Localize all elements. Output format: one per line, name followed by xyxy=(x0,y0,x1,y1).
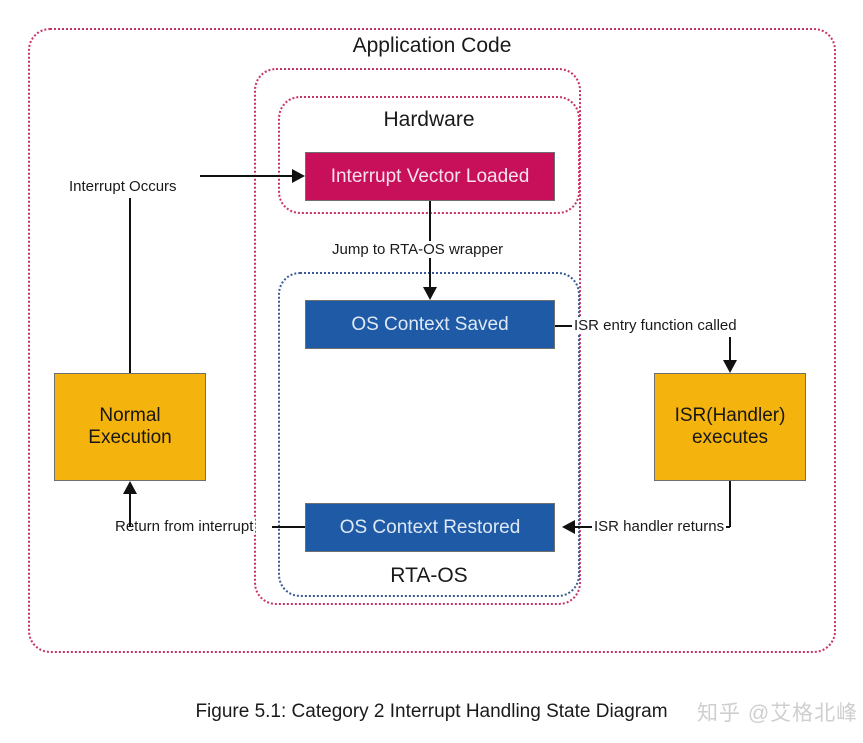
state-node-isr-handler-executes-label-line1: ISR(Handler) xyxy=(674,405,786,427)
state-node-normal-execution-label-line1: Normal xyxy=(99,405,161,427)
edge-label-jump-to-wrapper: Jump to RTA-OS wrapper xyxy=(330,241,506,258)
edge-label-interrupt-occurs: Interrupt Occurs xyxy=(67,178,179,195)
figure-caption: Figure 5.1: Category 2 Interrupt Handlin… xyxy=(195,701,668,722)
group-middle-container xyxy=(254,68,581,605)
edge-isr-entry-stub xyxy=(555,325,573,327)
state-node-os-context-restored[interactable]: OS Context Restored xyxy=(305,503,555,552)
edge-isr-entry-line xyxy=(729,337,731,361)
edge-return-from-interrupt-arrowhead xyxy=(123,481,137,494)
edge-isr-returns-arrowhead xyxy=(562,520,575,534)
group-application-code xyxy=(28,28,836,653)
state-node-isr-handler-executes[interactable]: ISR(Handler) executes xyxy=(654,373,806,481)
group-title-application-code: Application Code xyxy=(352,34,512,57)
edge-label-return-from-interrupt: Return from interrupt xyxy=(113,518,256,535)
edge-label-isr-handler-returns: ISR handler returns xyxy=(592,518,727,535)
edge-interrupt-occurs-line xyxy=(200,175,292,177)
group-title-hardware: Hardware xyxy=(383,108,475,131)
edge-isr-entry-arrowhead xyxy=(723,360,737,373)
edge-return-from-interrupt-line xyxy=(272,526,305,528)
edge-isr-returns-dropline xyxy=(729,481,731,527)
zhihu-watermark: 知乎 @艾格北峰 xyxy=(697,702,859,725)
edge-label-isr-entry-called: ISR entry function called xyxy=(572,317,739,334)
state-node-isr-handler-executes-label-line2: executes xyxy=(691,427,769,448)
edge-jump-to-wrapper-arrowhead xyxy=(423,287,437,300)
edge-interrupt-occurs-dropline xyxy=(129,198,131,374)
state-node-normal-execution[interactable]: Normal Execution xyxy=(54,373,206,481)
state-node-normal-execution-label-line2: Execution xyxy=(88,427,172,448)
edge-return-from-interrupt-upline xyxy=(129,493,131,526)
state-node-os-context-restored-label: OS Context Restored xyxy=(339,516,521,538)
state-node-interrupt-vector-loaded[interactable]: Interrupt Vector Loaded xyxy=(305,152,555,201)
state-node-interrupt-vector-loaded-label: Interrupt Vector Loaded xyxy=(330,165,530,187)
state-node-os-context-saved-label: OS Context Saved xyxy=(351,313,509,335)
edge-interrupt-occurs-arrowhead xyxy=(292,169,305,183)
state-node-os-context-saved[interactable]: OS Context Saved xyxy=(305,300,555,349)
group-title-rtaos: RTA-OS xyxy=(390,564,468,587)
